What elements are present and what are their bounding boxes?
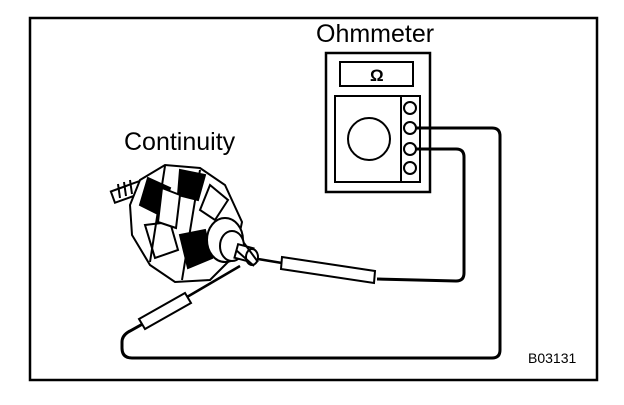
meter-display <box>339 61 414 87</box>
meter-dial <box>347 117 391 161</box>
jack-4 <box>403 161 417 175</box>
diagram-frame <box>28 16 599 382</box>
ohmmeter-icon <box>324 51 432 194</box>
lead-wire-short <box>376 147 466 283</box>
figure-code: B03131 <box>528 350 577 366</box>
jack-1 <box>403 101 417 115</box>
ohmmeter-label: Ohmmeter <box>316 20 435 48</box>
lead-wire-long <box>120 126 502 360</box>
probe-short <box>257 255 377 285</box>
jack-2 <box>403 121 417 135</box>
alternator-rotor-icon <box>109 163 259 284</box>
ohm-symbol: Ω <box>370 66 384 85</box>
jack-3 <box>403 142 417 156</box>
jack-panel <box>400 95 421 183</box>
continuity-label: Continuity <box>124 128 236 156</box>
probe-long <box>137 264 241 331</box>
